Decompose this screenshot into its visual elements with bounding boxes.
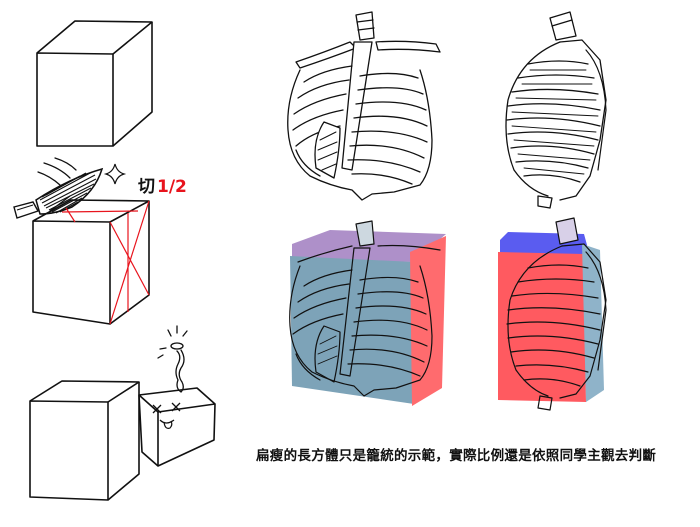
motion-lines [37,157,77,186]
sparkle-icon [103,163,127,185]
ribcage-front-box [289,220,446,406]
plain-cube [36,20,153,147]
ribcage-side-view [505,11,607,209]
standing-cube [29,380,140,501]
box-side-face [410,236,446,406]
caption-text: 扁瘦的長方體只是籠統的示範，實際比例還是依照同學主觀去判斷 [256,448,657,464]
knife-icon [13,167,104,219]
box-body-face-side [498,252,586,402]
dazed-soul-icon [157,325,188,393]
ribcage-front-view [287,11,441,201]
ribcage-side-box [498,217,607,411]
box-front-face [290,256,414,404]
cut-fraction-label: 1/2 [157,177,187,197]
halved-cube [32,199,150,325]
cut-char-label: 切 [138,177,155,197]
squashed-box [138,387,216,467]
box-top-face [292,230,446,262]
